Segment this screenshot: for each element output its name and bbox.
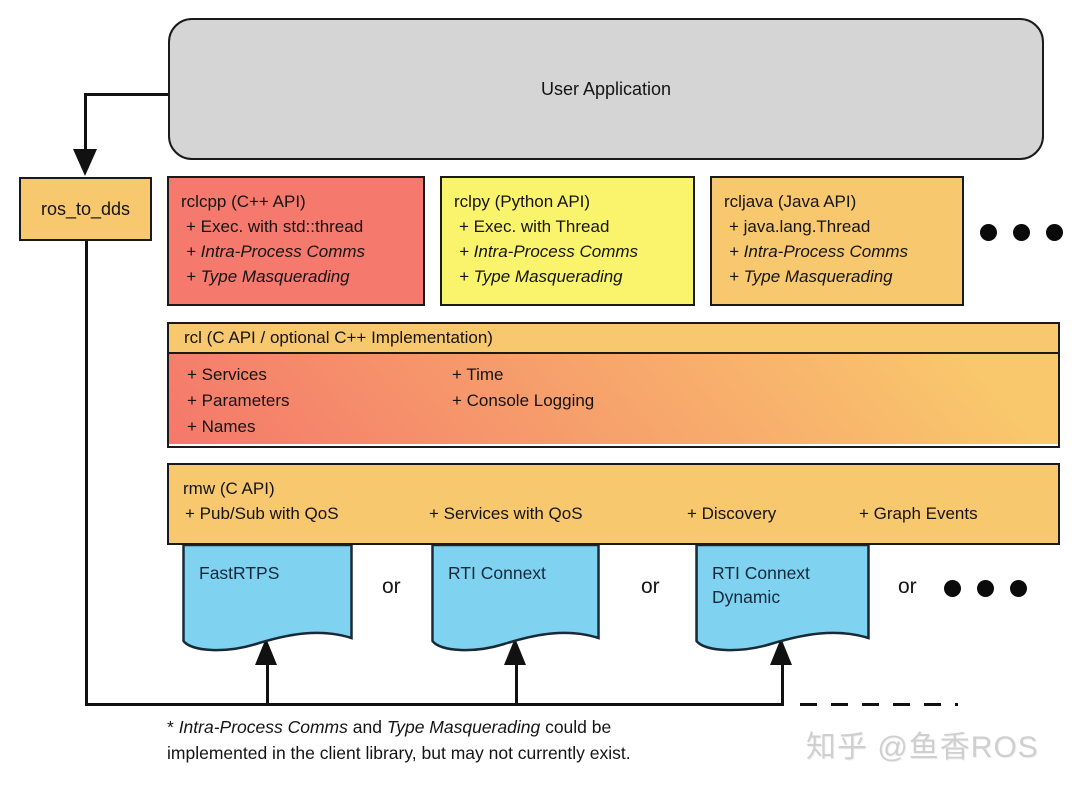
- dot-icon: [977, 580, 994, 597]
- rclpy-item: + Type Masquerading: [459, 267, 623, 286]
- rclpy-box: rclpy (Python API) + Exec. with Thread +…: [440, 176, 695, 306]
- or-separator: or: [898, 575, 917, 598]
- dot-icon: [1046, 224, 1063, 241]
- rcljava-item: + Intra-Process Comms: [729, 242, 909, 261]
- rclcpp-box: rclcpp (C++ API) + Exec. with std::threa…: [167, 176, 425, 306]
- arrow-shaft-connext-dynamic: [780, 662, 784, 706]
- footnote-term: Intra-Process Comms: [178, 717, 348, 737]
- rcljava-box: rcljava (Java API) + java.lang.Thread + …: [710, 176, 964, 306]
- dot-icon: [980, 224, 997, 241]
- rti-connext-label: RTI Connext: [448, 563, 546, 583]
- arrow-down-icon: [73, 149, 97, 176]
- dot-icon: [944, 580, 961, 597]
- arrow-up-icon: [504, 638, 526, 665]
- connector-userapp-horizontal: [84, 93, 170, 96]
- rcl-body: + Services + Parameters + Names + Time +…: [169, 354, 1058, 444]
- rmw-box: rmw (C API) + Pub/Sub with QoS + Service…: [167, 463, 1060, 545]
- rcl-box: rcl (C API / optional C++ Implementation…: [167, 322, 1060, 448]
- ellipsis-more-dds-icon: [944, 580, 1027, 597]
- flag-shape-icon: [431, 545, 600, 652]
- footnote-line1: * Intra-Process Comms and Type Masquerad…: [167, 714, 631, 740]
- footnote-star: *: [167, 717, 179, 737]
- rmw-feature: + Services with QoS: [429, 504, 583, 523]
- rcljava-item: + java.lang.Thread: [729, 217, 871, 236]
- arrow-up-icon: [770, 638, 792, 665]
- connector-userapp-vertical: [84, 93, 87, 151]
- rclpy-item: + Intra-Process Comms: [459, 242, 639, 261]
- rcl-header: rcl (C API / optional C++ Implementation…: [169, 324, 1058, 354]
- dot-icon: [1013, 224, 1030, 241]
- rti-connext-dynamic-flag: RTI Connext Dynamic: [695, 545, 870, 657]
- rcl-title: rcl (C API / optional C++ Implementation…: [184, 328, 493, 347]
- dot-icon: [1010, 580, 1027, 597]
- rcljava-item: + Type Masquerading: [729, 267, 893, 286]
- footnote-text: could be: [540, 717, 612, 737]
- rcl-feature: + Names: [187, 417, 256, 436]
- rmw-title: rmw (C API): [183, 479, 275, 498]
- user-application-label: User Application: [540, 78, 672, 99]
- rti-connext-flag: RTI Connext: [431, 545, 600, 657]
- rcl-feature: + Time: [452, 365, 504, 384]
- rclcpp-item: + Type Masquerading: [186, 267, 350, 286]
- connector-bottom-rail: [85, 703, 783, 706]
- arrow-shaft-connext: [514, 662, 518, 706]
- rti-connext-dynamic-label: RTI Connext Dynamic: [712, 563, 810, 607]
- fastrtps-label: FastRTPS: [199, 563, 280, 583]
- user-application-box: User Application: [168, 18, 1044, 160]
- rcl-feature: + Console Logging: [452, 391, 595, 410]
- ros-to-dds-label: ros_to_dds: [40, 198, 131, 219]
- footnote-line2: implemented in the client library, but m…: [167, 743, 631, 763]
- footnote-term: Type Masquerading: [386, 717, 541, 737]
- or-separator: or: [382, 575, 401, 598]
- watermark: 知乎 @鱼香ROS: [806, 731, 1039, 764]
- footnote-text: and: [347, 717, 387, 737]
- ros-to-dds-box: ros_to_dds: [19, 177, 152, 241]
- rclpy-title: rclpy (Python API): [454, 192, 591, 211]
- flag-shape-icon: [182, 545, 353, 652]
- footnote: * Intra-Process Comms and Type Masquerad…: [167, 714, 631, 766]
- flag-shape-icon: [695, 545, 870, 652]
- rcl-features-col1: + Services + Parameters + Names: [187, 362, 290, 440]
- arrow-shaft-fastrtps: [265, 662, 269, 706]
- rcl-feature: + Services: [187, 365, 267, 384]
- rclcpp-item: + Exec. with std::thread: [186, 217, 364, 236]
- rmw-feature: + Discovery: [687, 504, 777, 523]
- rcljava-title: rcljava (Java API): [724, 192, 857, 211]
- rcl-features-col2: + Time + Console Logging: [452, 362, 594, 414]
- rclcpp-title: rclcpp (C++ API): [181, 192, 306, 211]
- dashed-line: [800, 703, 958, 706]
- arrow-up-icon: [255, 638, 277, 665]
- ellipsis-more-apis-icon: [980, 224, 1063, 241]
- rmw-feature: + Graph Events: [859, 504, 978, 523]
- or-separator: or: [641, 575, 660, 598]
- rclcpp-item: + Intra-Process Comms: [186, 242, 366, 261]
- rcl-feature: + Parameters: [187, 391, 290, 410]
- connector-left-rail: [85, 240, 88, 706]
- rmw-feature: + Pub/Sub with QoS: [185, 504, 339, 523]
- rclpy-item: + Exec. with Thread: [459, 217, 610, 236]
- fastrtps-flag: FastRTPS: [182, 545, 353, 657]
